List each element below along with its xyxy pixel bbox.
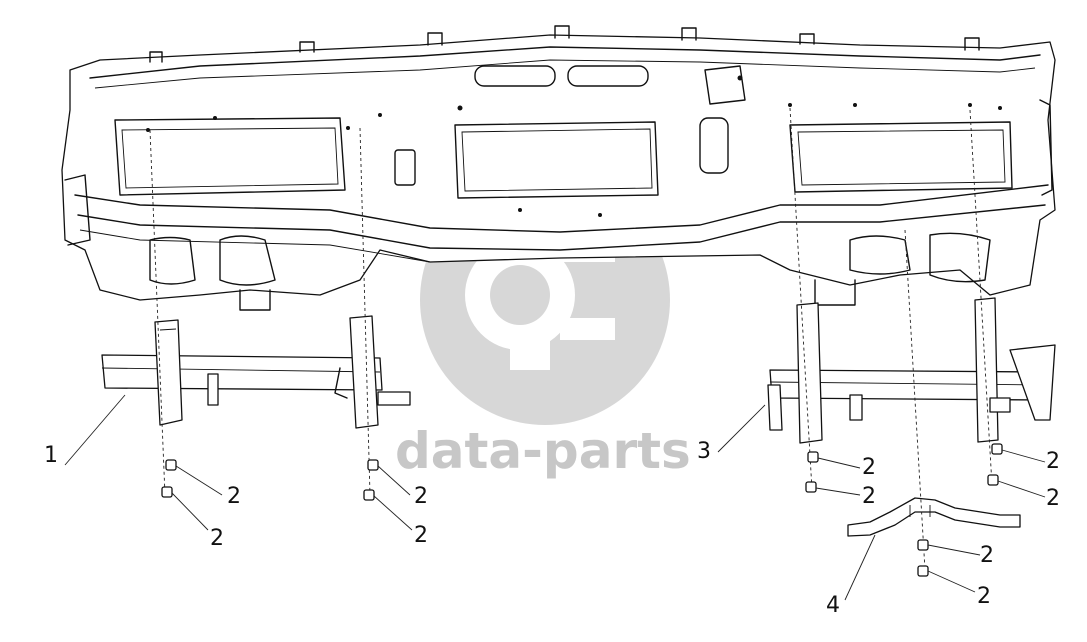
leader-lines xyxy=(64,394,1046,601)
callout-2-far-right-top: 2 xyxy=(1046,449,1060,474)
watermark-text: data-parts xyxy=(395,422,691,480)
callout-2-strap-bottom: 2 xyxy=(977,584,991,609)
bolt-strap-2 xyxy=(917,565,929,577)
callout-2-mid-top: 2 xyxy=(414,484,428,509)
callout-labels: 1 2 2 2 2 3 2 2 2 2 2 2 4 xyxy=(44,439,1060,618)
alignment-lines xyxy=(149,107,993,571)
callout-1: 1 xyxy=(44,443,58,468)
callout-4: 4 xyxy=(826,593,840,618)
bolt-right-1 xyxy=(807,451,819,463)
dashboard-panel-assembly xyxy=(61,25,1056,311)
bolt-left-1 xyxy=(165,459,177,471)
part-1-left-bracket-assembly xyxy=(101,315,411,429)
callout-2-right-top: 2 xyxy=(862,455,876,480)
bolt-left-2 xyxy=(161,486,173,498)
bolt-mid-1 xyxy=(367,459,379,471)
fasteners xyxy=(161,443,1003,577)
callout-2-right-bottom: 2 xyxy=(862,484,876,509)
bolt-mid-2 xyxy=(363,489,375,501)
bolt-far-right-2 xyxy=(987,474,999,486)
bolt-right-2 xyxy=(805,481,817,493)
callout-2-left-bottom: 2 xyxy=(210,526,224,551)
callout-2-far-right-bottom: 2 xyxy=(1046,486,1060,511)
callout-2-strap-top: 2 xyxy=(980,543,994,568)
part-4-strap-bracket xyxy=(847,497,1021,537)
part-3-right-bracket-assembly xyxy=(767,297,1056,444)
callout-2-mid-bottom: 2 xyxy=(414,523,428,548)
callout-3: 3 xyxy=(697,439,711,464)
callout-2-left-top: 2 xyxy=(227,484,241,509)
bolt-strap-1 xyxy=(917,539,929,551)
bolt-far-right-1 xyxy=(991,443,1003,455)
